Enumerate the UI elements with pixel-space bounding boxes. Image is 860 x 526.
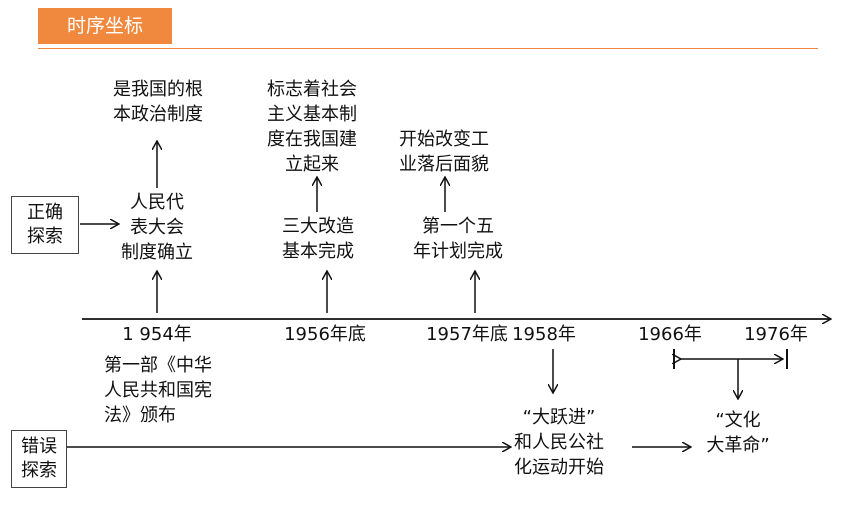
year-1956: 1956年底 bbox=[284, 324, 366, 345]
year-1958: 1958年 bbox=[512, 324, 576, 345]
wrong-label-line2: 探索 bbox=[21, 460, 57, 481]
event-1966-cultural-revolution: “文化 大革命” bbox=[706, 410, 770, 456]
correct-exploration-box: 正确 探索 bbox=[11, 196, 79, 254]
year-1954: 1 954年 bbox=[122, 324, 192, 345]
event-1956-significance: 标志着社会 主义基本制 度在我国建 立起来 bbox=[267, 79, 357, 175]
header-divider bbox=[38, 48, 818, 49]
year-1966: 1966年 bbox=[638, 324, 702, 345]
event-1957-five-year-plan: 第一个五 年计划完成 bbox=[413, 216, 503, 262]
wrong-label-line1: 错误 bbox=[21, 436, 57, 457]
event-1954-npc: 人民代 表大会 制度确立 bbox=[121, 192, 193, 263]
event-1957-significance: 开始改变工 业落后面貌 bbox=[399, 129, 489, 175]
year-1976: 1976年 bbox=[744, 324, 808, 345]
wrong-exploration-box: 错误 探索 bbox=[11, 430, 67, 488]
year-1957: 1957年底 bbox=[426, 324, 508, 345]
correct-label-line1: 正确 bbox=[27, 202, 63, 223]
event-1954-constitution: 第一部《中华 人民共和国宪 法》颁布 bbox=[104, 355, 212, 426]
event-1956-three-reforms: 三大改造 基本完成 bbox=[282, 216, 354, 262]
event-1954-significance: 是我国的根 本政治制度 bbox=[113, 79, 203, 125]
event-1958-great-leap: “大跃进” 和人民公社 化运动开始 bbox=[514, 407, 604, 478]
correct-label-line2: 探索 bbox=[27, 226, 63, 247]
section-title: 时序坐标 bbox=[38, 8, 172, 44]
